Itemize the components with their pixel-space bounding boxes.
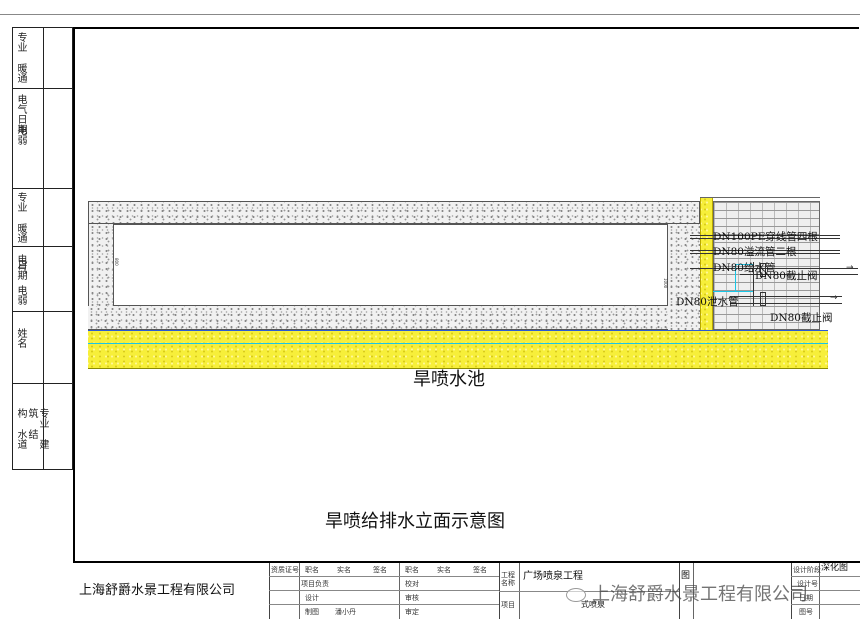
watermark-text: 上海舒爵水景工程有限公司 (592, 584, 808, 605)
tb-head-1: 职名 (305, 566, 319, 574)
supply-pipe-lower (740, 274, 858, 275)
tb-approve: 审定 (405, 608, 419, 616)
vertical-riser (753, 262, 754, 306)
cyan-line-top (88, 343, 828, 344)
tb-lead: 项目负责 (301, 580, 329, 588)
side-strip-group4: 日期 (15, 260, 26, 280)
cyan-pipe-horizontal (735, 264, 753, 265)
pool-title: 旱喷水池 (413, 369, 485, 390)
tb-head-4: 职名 (405, 566, 419, 574)
tb-check: 校对 (405, 580, 419, 588)
side-strip-group2: 日期 (15, 114, 26, 134)
pipe-line-1 (690, 235, 840, 236)
tb-project-label: 工程名称 (501, 571, 515, 587)
tb-cert: 资质证号 (271, 566, 299, 574)
supply-pipe (690, 268, 858, 269)
label-valve-1: DN80截止阀 (755, 270, 818, 282)
top-rule (0, 14, 860, 15)
blue-waterproof-line (88, 330, 828, 331)
side-strip: 专业 暖通 电气 电弱 日期 专业 暖通 电气 电弱 日期 姓名 专业 建筑 结… (12, 27, 73, 470)
tb-head-3: 签名 (373, 566, 387, 574)
company-name: 上海舒爵水景工程有限公司 (79, 583, 236, 598)
side-strip-group5: 姓名 (15, 328, 26, 348)
gravel-layer-bottom (88, 344, 828, 369)
drain-pipe-upper (730, 296, 842, 297)
pool-top-slab (88, 201, 700, 224)
tb-draw: 制图 (305, 608, 319, 616)
side-strip-group1: 专业 暖通 电气 电弱 (15, 32, 26, 145)
side-strip-group6: 专业 建筑 结构 水道 (15, 408, 48, 449)
label-pipe-pe: DN100PE穿线管四根 (713, 231, 818, 243)
label-pipe-supply: DN80给水管 (713, 262, 776, 274)
label-pipe-overflow: DN80溢流管二根 (713, 246, 797, 258)
cyan-pipe-vertical (735, 264, 736, 292)
pool-right-wall (668, 224, 700, 330)
tb-head-2: 实名 (337, 566, 351, 574)
drawing-title: 旱喷给排水立面示意图 (325, 511, 505, 532)
title-block: 上海舒爵水景工程有限公司 资质证号 项目负责 设计 制图 潘小丹 职名 实名 签… (73, 561, 860, 619)
brick-wall-top-cap (700, 197, 820, 202)
tb-project-name: 广场喷泉工程 (523, 571, 583, 582)
tb-drawn-by: 潘小丹 (335, 608, 356, 616)
brick-wall (713, 201, 820, 330)
tb-head-5: 实名 (437, 566, 451, 574)
tb-head-6: 签名 (473, 566, 487, 574)
tb-review: 审核 (405, 594, 419, 602)
label-valve-2: DN80截止阀 (770, 312, 833, 324)
tb-item-label: 项目 (501, 601, 515, 609)
tb-date: 日期 (799, 594, 813, 602)
pipe-line-2 (690, 238, 840, 239)
tb-stage-label: 设计阶段 (793, 566, 821, 574)
yellow-column (700, 197, 713, 332)
label-drain: DN80泄水管 (676, 296, 739, 308)
drain-pipe-lower (730, 303, 842, 304)
drain-valve-icon (760, 292, 766, 306)
tb-design-no: 设计号 (797, 580, 818, 588)
tb-item-name: 式喷泉 (581, 600, 605, 609)
pool-bottom-slab (88, 306, 700, 330)
tb-stage: 深化图 (821, 563, 849, 573)
wechat-icon (566, 588, 586, 602)
pipe-line-3 (690, 250, 840, 251)
arrow-right-icon: → (846, 263, 854, 273)
cyan-pipe-bottom (713, 291, 753, 292)
pipe-line-4 (690, 253, 840, 254)
side-strip-group3: 专业 暖通 电气 电弱 (15, 192, 26, 305)
valve-icon (760, 263, 766, 277)
dimension-800: 800 (114, 258, 119, 266)
tb-drawing-label: 图 (681, 571, 691, 581)
pool-cavity (113, 224, 668, 306)
arrow-right-icon-2: → (830, 293, 838, 303)
tb-design: 设计 (305, 594, 319, 602)
tb-drawing-no: 图号 (799, 608, 813, 616)
dimension-1000: 1000 (663, 278, 668, 289)
